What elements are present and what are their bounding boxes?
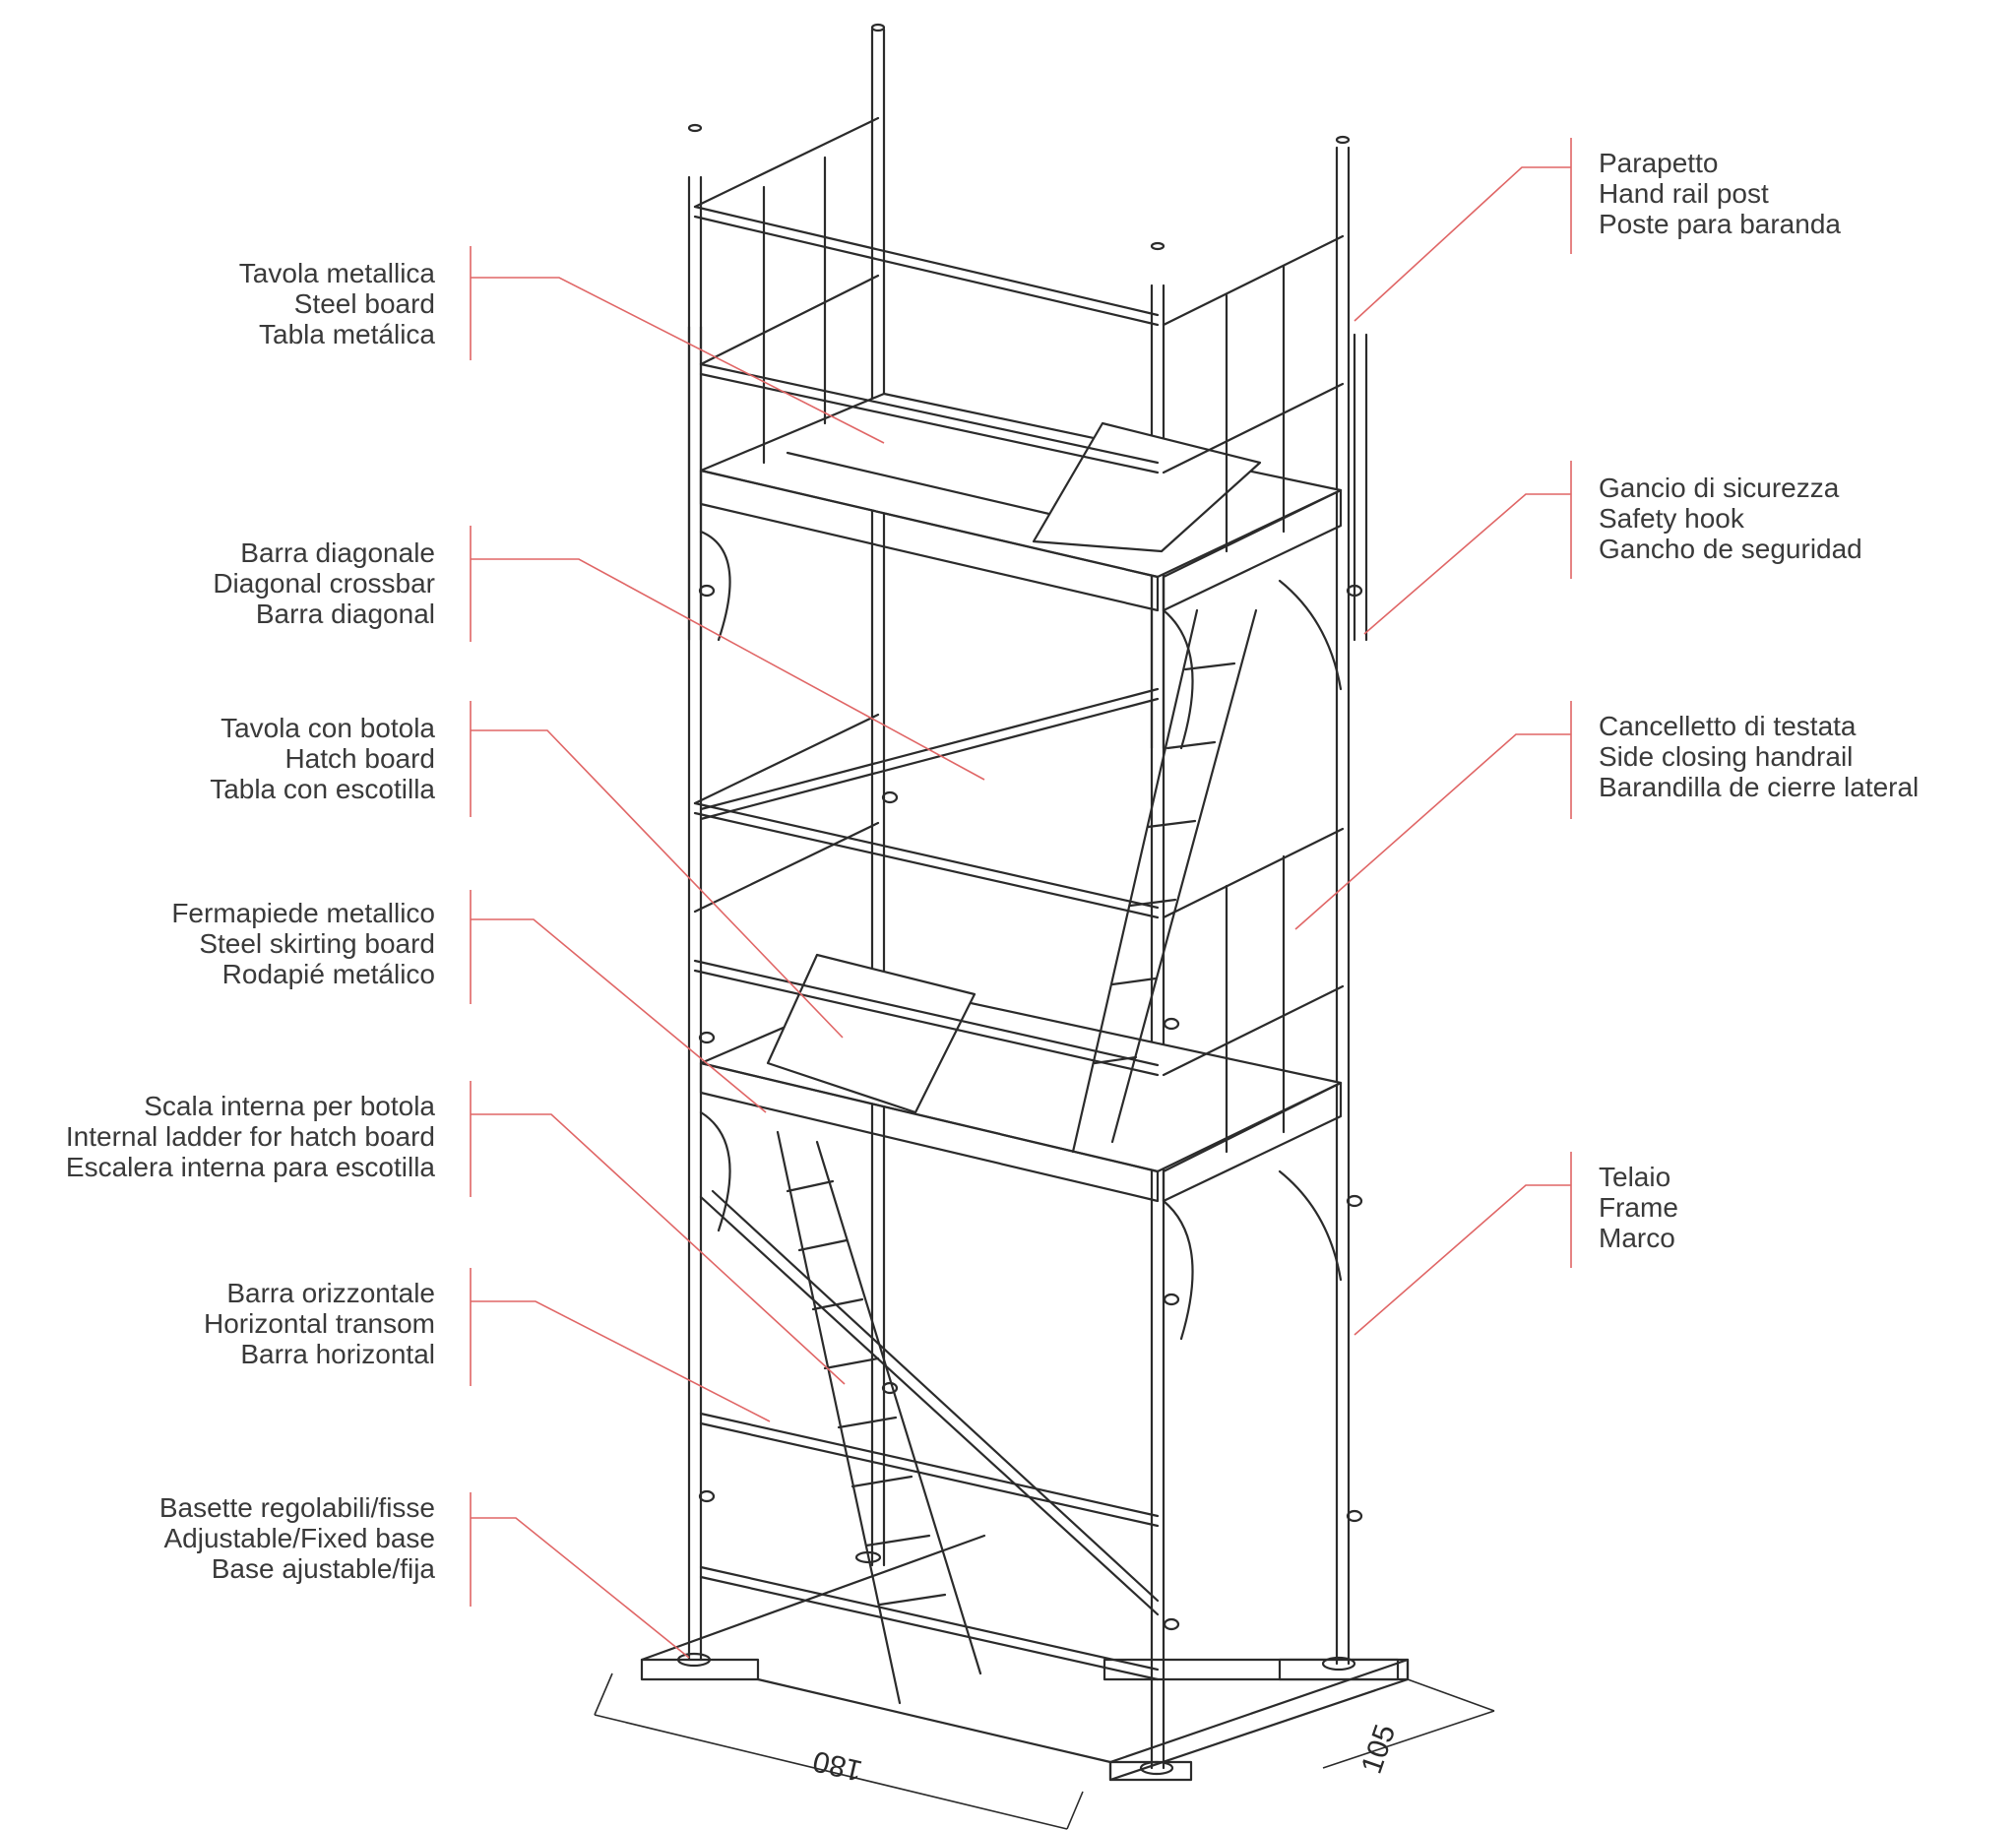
lower-transoms bbox=[699, 1412, 1160, 1681]
base-plates bbox=[640, 1550, 1410, 1782]
upper-diagonal bbox=[699, 687, 1160, 821]
label-skirting-board: Fermapiede metallico Steel skirting boar… bbox=[171, 898, 435, 989]
leader-diagonal-crossbar bbox=[470, 526, 985, 781]
upper-platform bbox=[699, 392, 1343, 612]
label-internal-ladder: Scala interna per botola Internal ladder… bbox=[65, 1091, 435, 1182]
label-horizontal-transom: Barra orizzontale Horizontal transom Bar… bbox=[204, 1278, 435, 1369]
middle-rails bbox=[693, 713, 1345, 1154]
lower-diagonal bbox=[699, 1189, 1160, 1616]
post-caps bbox=[687, 23, 1351, 251]
internal-ladder-upper bbox=[1071, 608, 1258, 1154]
label-side-closing-handrail: Cancelletto di testata Side closing hand… bbox=[1599, 711, 1920, 802]
leader-steel-board bbox=[470, 246, 885, 444]
scaffold-structure bbox=[640, 23, 1410, 1782]
frame-braces bbox=[699, 530, 1343, 1341]
leader-hand-rail-post bbox=[1354, 138, 1572, 322]
label-steel-board: Tavola metallica Steel board Tabla metál… bbox=[238, 258, 435, 349]
posts bbox=[687, 28, 1368, 1770]
leader-side-closing-handrail bbox=[1294, 701, 1572, 930]
leader-safety-hook bbox=[1363, 461, 1572, 635]
leader-internal-ladder bbox=[470, 1081, 846, 1385]
leader-skirting-board bbox=[470, 890, 767, 1113]
leader-lines bbox=[470, 138, 1572, 1659]
label-diagonal-crossbar: Barra diagonale Diagonal crossbar Barra … bbox=[213, 537, 435, 629]
label-frame: Telaio Frame Marco bbox=[1599, 1162, 1678, 1253]
label-hand-rail-post: Parapetto Hand rail post Poste para bara… bbox=[1599, 148, 1841, 239]
internal-ladder-lower bbox=[776, 1130, 982, 1705]
leader-frame bbox=[1354, 1152, 1572, 1336]
label-base: Basette regolabili/fisse Adjustable/Fixe… bbox=[158, 1492, 435, 1584]
leader-hatch-board bbox=[470, 701, 844, 1039]
label-safety-hook: Gancio di sicurezza Safety hook Gancho d… bbox=[1599, 473, 1862, 564]
label-hatch-board: Tavola con botola Hatch board Tabla con … bbox=[210, 713, 435, 804]
leader-horizontal-transom bbox=[470, 1268, 771, 1422]
leader-base bbox=[470, 1492, 690, 1659]
middle-platform bbox=[699, 953, 1343, 1203]
upper-rails bbox=[693, 116, 1345, 553]
ground-lines bbox=[640, 1534, 1112, 1764]
dimension-lines bbox=[594, 1672, 1495, 1830]
clamps bbox=[698, 584, 1363, 1631]
